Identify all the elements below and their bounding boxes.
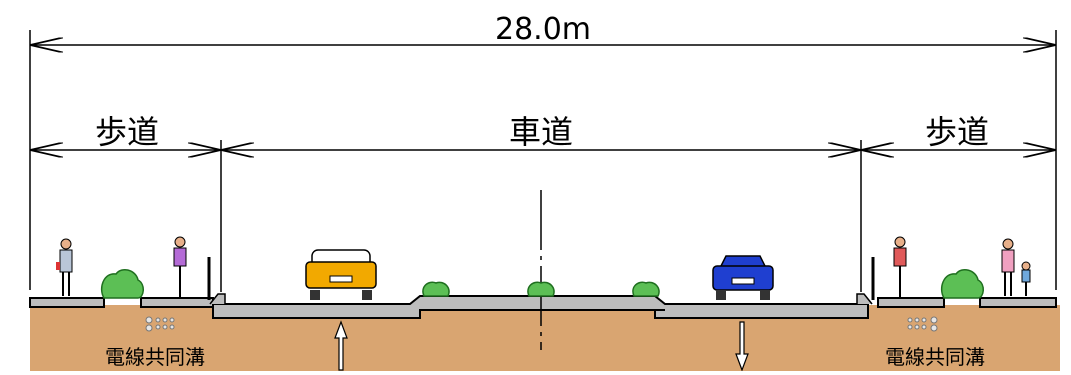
soil-layer bbox=[30, 305, 1060, 371]
utility-trench-label-right: 電線共同溝 bbox=[885, 345, 985, 369]
overall-width-label: 28.0m bbox=[495, 12, 591, 47]
pedestrian-icon bbox=[56, 238, 73, 296]
shrub-icon bbox=[422, 281, 450, 297]
utility-conduit-icon bbox=[145, 316, 175, 332]
utility-conduit-icon bbox=[907, 316, 938, 332]
shrub-icon bbox=[527, 281, 555, 297]
pedestrian-icon bbox=[1001, 238, 1031, 296]
shrub-icon bbox=[100, 269, 144, 299]
roadway-label: 車道 bbox=[509, 113, 573, 151]
right-sidewalk-slab-outer bbox=[979, 297, 1057, 308]
up-arrow-icon bbox=[334, 320, 348, 371]
car-icon bbox=[712, 255, 774, 300]
right-sidewalk-slab-inner bbox=[877, 297, 945, 308]
shrub-icon bbox=[632, 281, 660, 297]
car-icon bbox=[305, 249, 377, 300]
curb-right bbox=[856, 293, 873, 305]
shrub-icon bbox=[940, 269, 984, 299]
curb-left bbox=[209, 293, 226, 305]
right-sidewalk-label: 歩道 bbox=[925, 113, 989, 151]
left-sidewalk-label: 歩道 bbox=[95, 113, 159, 151]
left-sidewalk-slab-outer bbox=[29, 297, 105, 308]
left-sidewalk-slab-inner bbox=[140, 297, 214, 308]
utility-trench-label-left: 電線共同溝 bbox=[105, 345, 205, 369]
cyclist-icon bbox=[893, 236, 907, 298]
down-arrow-icon bbox=[735, 321, 749, 372]
cyclist-icon bbox=[173, 236, 187, 298]
